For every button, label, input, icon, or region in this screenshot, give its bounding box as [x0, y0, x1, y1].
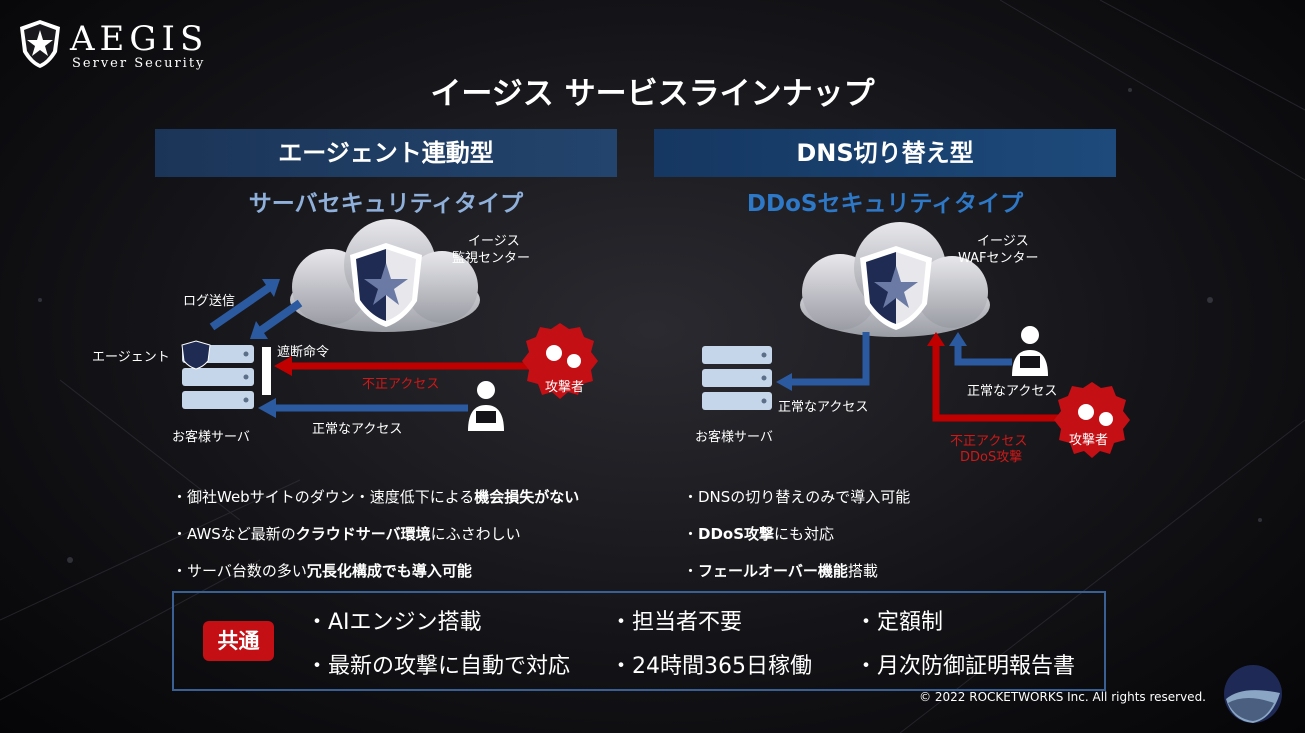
- copyright-text: © 2022 ROCKETWORKS Inc. All rights reser…: [919, 690, 1206, 704]
- common-item: ・AIエンジン搭載: [306, 610, 482, 635]
- illegal-access-arrow: [274, 356, 292, 376]
- aegis-logo: AEGIS Server Security: [18, 16, 218, 72]
- left-user-icon: [468, 381, 504, 431]
- right-bullet: ・DNSの切り替えのみで導入可能: [683, 488, 911, 506]
- block-command-arrow: [250, 321, 268, 339]
- block-wall: [262, 347, 271, 395]
- right-section-header: DNS切り替え型: [654, 129, 1116, 177]
- right-user-icon: [1012, 326, 1048, 376]
- common-badge: 共通: [203, 621, 274, 661]
- right-forward-label: 正常なアクセス: [778, 400, 869, 415]
- left-section-header: エージェント連動型: [155, 129, 617, 177]
- log-send-label: ログ送信: [183, 294, 236, 309]
- right-center-label-2: WAFセンター: [958, 251, 1039, 266]
- left-center-label-2: 監視センター: [452, 251, 531, 266]
- agent-label: エージェント: [92, 350, 170, 365]
- left-diagram: [181, 219, 598, 431]
- left-bullet: ・御社Webサイトのダウン・速度低下による機会損失がない: [172, 488, 580, 506]
- right-section-subtitle: DDoSセキュリティタイプ: [746, 191, 1024, 217]
- common-item: ・担当者不要: [610, 610, 743, 635]
- logo-subtitle: Server Security: [72, 56, 206, 71]
- left-bullet: ・サーバ台数の多い冗長化構成でも導入可能: [172, 562, 472, 580]
- right-attacker-icon: [1054, 382, 1130, 458]
- corner-emblem-icon: [1224, 665, 1282, 723]
- left-attacker-label: 攻撃者: [545, 380, 585, 395]
- left-shield-icon: [350, 243, 422, 327]
- normal-access-label: 正常なアクセス: [312, 422, 403, 437]
- right-user-label: 正常なアクセス: [967, 384, 1058, 399]
- page-title: イージス サービスラインナップ: [430, 76, 875, 112]
- left-center-label-1: イージス: [468, 234, 520, 249]
- forward-arrow: [776, 373, 792, 391]
- common-item: ・月次防御証明報告書: [855, 654, 1076, 679]
- illegal-access-label: 不正アクセス: [362, 377, 440, 392]
- logo-name: AEGIS: [70, 19, 209, 59]
- right-server-label: お客様サーバ: [695, 430, 773, 445]
- common-item: ・最新の攻撃に自動で対応: [306, 654, 571, 679]
- left-bullet: ・AWSなど最新のクラウドサーバ環境にふさわしい: [172, 525, 521, 543]
- left-server-icon: [181, 340, 254, 409]
- common-item: ・定額制: [855, 610, 944, 635]
- common-item: ・24時間365日稼働: [610, 654, 812, 679]
- left-section-subtitle: サーバセキュリティタイプ: [248, 191, 524, 217]
- normal-access-arrow: [258, 398, 276, 418]
- user-to-cloud-arrow: [949, 332, 967, 346]
- left-server-label: お客様サーバ: [172, 430, 250, 445]
- attack-to-cloud-arrow: [927, 332, 945, 346]
- common-features-box: [172, 591, 1106, 691]
- right-illegal-label-1: 不正アクセス: [950, 434, 1028, 449]
- right-illegal-label-2: DDoS攻撃: [960, 450, 1023, 465]
- right-center-label-1: イージス: [977, 234, 1029, 249]
- right-server-icon: [702, 346, 772, 410]
- log-send-arrow: [262, 279, 280, 297]
- right-shield-icon: [860, 246, 932, 330]
- right-attacker-label: 攻撃者: [1069, 433, 1109, 448]
- right-bullet: ・フェールオーバー機能搭載: [683, 562, 878, 580]
- block-command-label: 遮断命令: [277, 345, 330, 360]
- left-attacker-icon: [522, 323, 598, 399]
- right-bullet: ・DDoS攻撃にも対応: [683, 525, 835, 543]
- aegis-shield-icon: [20, 20, 60, 68]
- right-diagram: [702, 222, 1130, 458]
